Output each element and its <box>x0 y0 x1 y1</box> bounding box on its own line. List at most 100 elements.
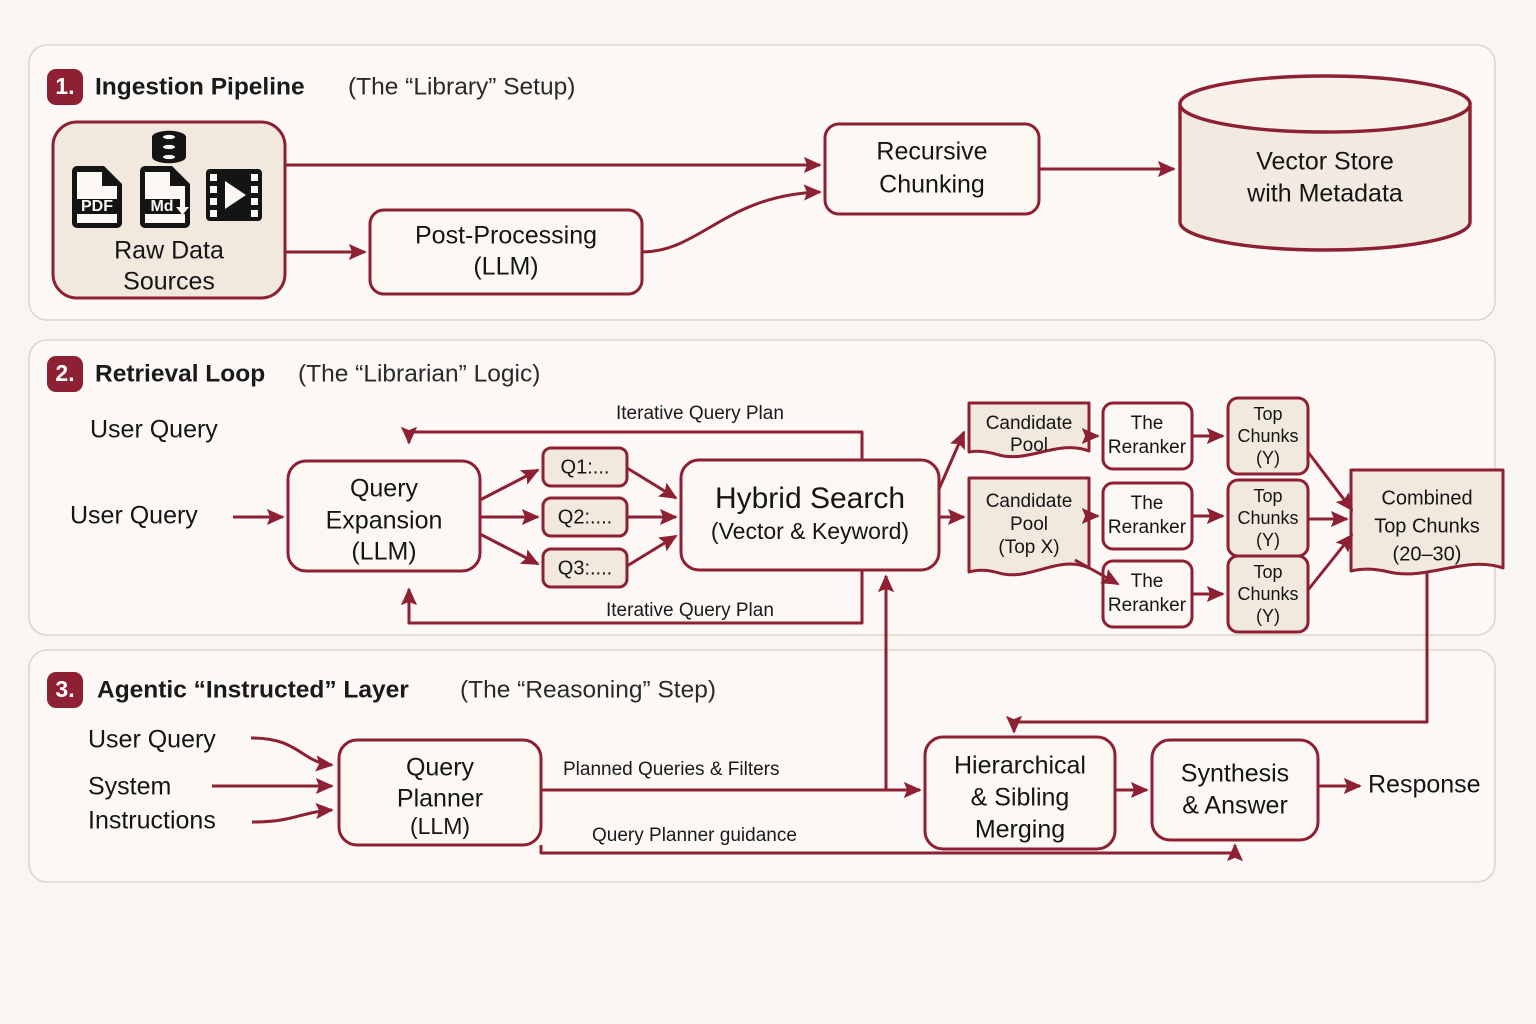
node-hybrid-search[interactable]: Hybrid Search (Vector & Keyword) <box>679 458 941 572</box>
node-subquery-2[interactable]: Q2:.... <box>541 496 629 538</box>
label-iterative-plan-top: Iterative Query Plan <box>616 403 784 424</box>
node-candidate-pool-b[interactable]: Candidate Pool (Top X) <box>967 476 1091 577</box>
edge-expansion-to-q3 <box>479 532 540 566</box>
edge-instructions-to-planner <box>251 802 334 824</box>
section-badge-1-number: 1. <box>55 73 74 99</box>
top-chunks-3-line-1: Top <box>1253 562 1282 582</box>
edge-planner-guidance-to-synthesis <box>539 843 1244 862</box>
edge-expansion-to-q1 <box>479 468 540 502</box>
recursive-chunking-line-2: Chunking <box>879 171 985 199</box>
svg-text:Md: Md <box>150 198 173 215</box>
label-iterative-plan-bottom: Iterative Query Plan <box>606 600 774 621</box>
label-agentic-input-0: User Query <box>88 726 216 754</box>
node-subquery-3[interactable]: Q3:.... <box>541 547 629 589</box>
hybrid-search-line-2: (Vector & Keyword) <box>711 518 909 544</box>
node-reranker-1[interactable]: The Reranker <box>1101 401 1194 471</box>
node-candidate-pool-a[interactable]: Candidate Pool <box>967 401 1091 459</box>
edge-hybrid-to-pool-a <box>937 430 966 490</box>
top-chunks-1-line-3: (Y) <box>1256 448 1280 468</box>
node-top-chunks-2[interactable]: Top Chunks (Y) <box>1226 478 1310 558</box>
node-hierarchical-sibling-merging[interactable]: Hierarchical & Sibling Merging <box>923 735 1117 851</box>
section-title-2: Retrieval Loop <box>95 360 265 387</box>
label-agentic-input-1: System <box>88 773 171 801</box>
edge-chunks-3-to-combined <box>1306 533 1354 591</box>
section-title-3: Agentic “Instructed” Layer <box>97 676 409 703</box>
candidate-pool-a-line-1: Candidate <box>986 413 1073 434</box>
node-subquery-1[interactable]: Q1:... <box>541 446 629 488</box>
merging-line-1: Hierarchical <box>954 752 1086 780</box>
label-planned-queries: Planned Queries & Filters <box>563 759 780 780</box>
section-title-1: Ingestion Pipeline <box>95 73 305 100</box>
edge-q1-to-hybrid <box>626 466 678 500</box>
node-recursive-chunking[interactable]: Recursive Chunking <box>823 122 1041 216</box>
edge-chunks-1-to-combined <box>1306 451 1354 512</box>
edges-agentic: Planned Queries & Filters Query Planner … <box>212 572 1429 862</box>
edge-userquery-to-planner <box>250 736 334 772</box>
subquery-3-label: Q3:.... <box>558 557 612 579</box>
vector-store-line-2: with Metadata <box>1246 180 1403 208</box>
recursive-chunking-line-1: Recursive <box>876 138 987 166</box>
edge-postprocessing-to-chunking <box>641 184 822 254</box>
node-query-expansion[interactable]: Query Expansion (LLM) <box>286 459 482 573</box>
svg-text:PDF: PDF <box>81 198 113 215</box>
node-reranker-2[interactable]: The Reranker <box>1101 481 1194 551</box>
synthesis-line-1: Synthesis <box>1181 760 1289 788</box>
section-subtitle-2: (The “Librarian” Logic) <box>298 360 540 387</box>
reranker-1-line-1: The <box>1131 413 1164 434</box>
label-user-query-input: User Query <box>70 502 198 530</box>
node-vector-store[interactable]: Vector Store with Metadata <box>1178 74 1472 252</box>
node-combined-top-chunks[interactable]: Combined Top Chunks (20–30) <box>1349 468 1505 576</box>
edge-iterative-plan-top <box>400 426 864 460</box>
section-badge-2-number: 2. <box>55 360 74 386</box>
node-top-chunks-1[interactable]: Top Chunks (Y) <box>1226 396 1310 476</box>
subquery-1-label: Q1:... <box>561 456 610 478</box>
reranker-1-line-2: Reranker <box>1108 437 1187 458</box>
combined-line-3: (20–30) <box>1393 543 1462 565</box>
edge-q3-to-hybrid <box>626 534 678 568</box>
vector-store-line-1: Vector Store <box>1256 148 1394 176</box>
top-chunks-3-line-2: Chunks <box>1237 584 1298 604</box>
reranker-3-line-2: Reranker <box>1108 595 1187 616</box>
node-top-chunks-3[interactable]: Top Chunks (Y) <box>1226 554 1310 634</box>
query-expansion-line-1: Query <box>350 475 419 503</box>
reranker-3-line-1: The <box>1131 571 1164 592</box>
reranker-2-line-2: Reranker <box>1108 517 1187 538</box>
node-synthesis-answer[interactable]: Synthesis & Answer <box>1150 738 1320 842</box>
label-agentic-input-2: Instructions <box>88 807 216 835</box>
edges-retrieval: Iterative Query Plan Iterative Query Pla… <box>233 403 1354 625</box>
pdf-file-icon: PDF <box>72 166 122 228</box>
merging-line-3: Merging <box>975 816 1065 844</box>
markdown-file-icon: Md <box>140 166 190 228</box>
candidate-pool-b-line-3: (Top X) <box>998 537 1059 558</box>
reranker-2-line-1: The <box>1131 493 1164 514</box>
candidate-pool-b-line-1: Candidate <box>986 491 1073 512</box>
section-subtitle-1: (The “Library” Setup) <box>348 73 575 100</box>
section-badge-2 <box>47 356 83 392</box>
candidate-pool-a-line-2: Pool <box>1010 435 1048 456</box>
top-chunks-2-line-2: Chunks <box>1237 508 1298 528</box>
edges-ingestion <box>285 156 1176 261</box>
section-badge-3 <box>47 672 83 708</box>
query-planner-line-2: Planner <box>397 785 483 813</box>
post-processing-line-2: (LLM) <box>473 253 538 281</box>
subquery-2-label: Q2:.... <box>558 506 612 528</box>
node-post-processing[interactable]: Post-Processing (LLM) <box>368 208 644 296</box>
node-reranker-3[interactable]: The Reranker <box>1101 559 1194 629</box>
combined-line-1: Combined <box>1381 487 1472 509</box>
node-raw-data-sources[interactable]: PDF Md Raw Data Sources <box>51 120 287 300</box>
label-planner-guidance: Query Planner guidance <box>592 825 797 846</box>
edge-pool-b-to-reranker-3 <box>1074 558 1120 586</box>
top-chunks-1-line-1: Top <box>1253 404 1282 424</box>
video-file-icon <box>206 169 262 221</box>
raw-sources-line-2: Sources <box>123 268 215 296</box>
candidate-pool-b-line-2: Pool <box>1010 514 1048 535</box>
merging-line-2: & Sibling <box>971 784 1070 812</box>
top-chunks-2-line-3: (Y) <box>1256 530 1280 550</box>
query-planner-line-3: (LLM) <box>410 813 470 839</box>
query-planner-line-1: Query <box>406 754 475 782</box>
node-query-planner[interactable]: Query Planner (LLM) <box>337 738 543 847</box>
edge-combined-to-merging <box>1005 572 1429 734</box>
hybrid-search-line-1: Hybrid Search <box>715 482 905 515</box>
label-user-query-top: User Query <box>90 416 218 444</box>
